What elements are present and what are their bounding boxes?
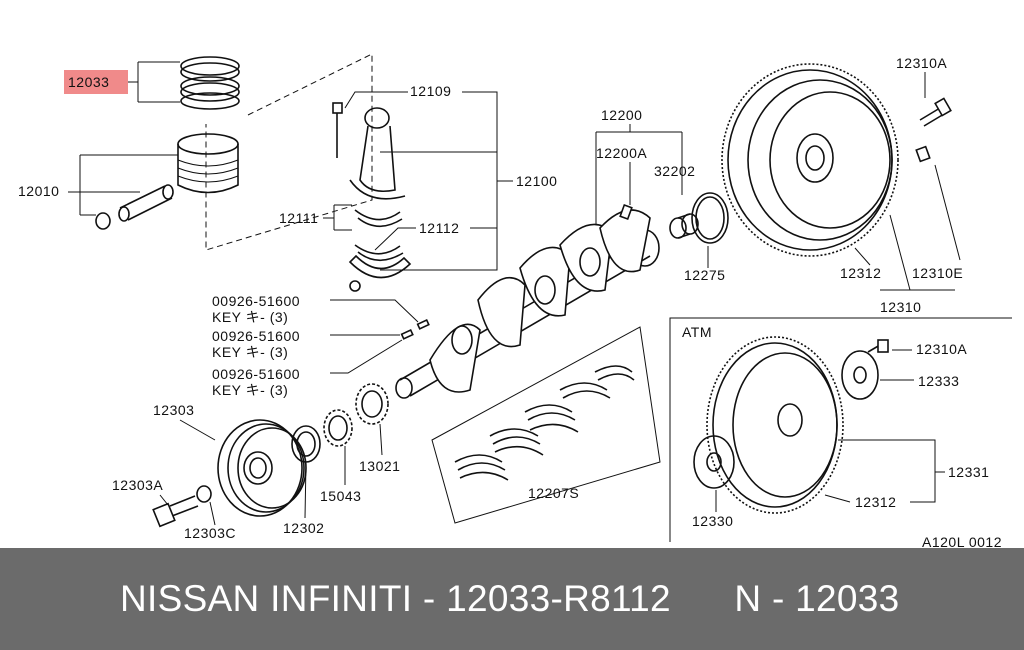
leader-connecting-rod bbox=[323, 91, 513, 271]
rod-nut bbox=[349, 280, 361, 292]
label-13021[interactable]: 13021 bbox=[359, 458, 400, 474]
leader-12010 bbox=[68, 154, 178, 216]
label-part-number-3[interactable]: 00926-51600 bbox=[212, 366, 300, 382]
front-oil-seal bbox=[291, 425, 321, 463]
label-12200A[interactable]: 12200A bbox=[596, 145, 647, 161]
label-12302[interactable]: 12302 bbox=[283, 520, 324, 536]
crankshaft bbox=[395, 209, 660, 399]
leader-atm bbox=[715, 349, 945, 512]
label-key-1[interactable]: KEY キ- (3) bbox=[212, 309, 288, 325]
label-12100[interactable]: 12100 bbox=[516, 173, 557, 189]
footer-part-number-text: NISSAN INFINITI - 12033-R8112 N - 12033 bbox=[120, 578, 900, 619]
leader-12033 bbox=[128, 61, 180, 103]
label-12310A-top[interactable]: 12310A bbox=[896, 55, 947, 71]
label-12303A[interactable]: 12303A bbox=[112, 477, 163, 493]
pilot-bushing bbox=[669, 213, 699, 239]
leader-crankshaft bbox=[595, 124, 683, 225]
flywheel-manual bbox=[721, 63, 899, 257]
rod-cap bbox=[348, 254, 412, 279]
label-key-3[interactable]: KEY キ- (3) bbox=[212, 382, 288, 398]
label-part-number-1[interactable]: 00926-51600 bbox=[212, 293, 300, 309]
dowel-pin bbox=[915, 145, 931, 163]
drive-plate-bolt bbox=[867, 339, 889, 353]
label-12207S[interactable]: 12207S bbox=[528, 485, 579, 501]
label-12200[interactable]: 12200 bbox=[601, 107, 642, 123]
connecting-rod bbox=[349, 107, 406, 200]
snap-ring bbox=[95, 212, 111, 230]
label-atm[interactable]: ATM bbox=[682, 324, 712, 340]
label-12112[interactable]: 12112 bbox=[419, 220, 459, 236]
label-32202[interactable]: 32202 bbox=[654, 163, 695, 179]
exploded-parts-diagram: 12033 12010 bbox=[18, 53, 1012, 548]
footer-banner: NISSAN INFINITI - 12033-R8112 N - 12033 bbox=[0, 548, 1024, 650]
label-12312-top[interactable]: 12312 bbox=[840, 265, 881, 281]
label-12010[interactable]: 12010 bbox=[18, 183, 59, 199]
label-key-2[interactable]: KEY キ- (3) bbox=[212, 344, 288, 360]
label-12312-atm[interactable]: 12312 bbox=[855, 494, 896, 510]
label-12303[interactable]: 12303 bbox=[153, 402, 194, 418]
main-bearings-box bbox=[431, 326, 661, 524]
alignment-dashed-line bbox=[205, 53, 373, 251]
woodruff-keys bbox=[400, 203, 633, 340]
label-part-number-2[interactable]: 00926-51600 bbox=[212, 328, 300, 344]
label-12333[interactable]: 12333 bbox=[918, 373, 959, 389]
label-12275[interactable]: 12275 bbox=[684, 267, 725, 283]
rod-bolt bbox=[332, 102, 343, 158]
adapter-plate bbox=[693, 435, 735, 489]
leader-flywheel bbox=[854, 72, 961, 291]
label-12111[interactable]: 12111 bbox=[279, 210, 318, 226]
rod-bearing-upper bbox=[354, 209, 403, 228]
main-bearings bbox=[454, 365, 635, 481]
piston-rings bbox=[180, 56, 240, 110]
label-12303C[interactable]: 12303C bbox=[184, 525, 236, 541]
piston-pin bbox=[118, 184, 174, 222]
label-12310[interactable]: 12310 bbox=[880, 299, 921, 315]
crank-pulley bbox=[217, 419, 307, 517]
leader-pulley bbox=[159, 419, 383, 526]
crank-sprocket-13021 bbox=[355, 383, 389, 425]
pulley-washer bbox=[196, 485, 212, 503]
label-12310A-atm[interactable]: 12310A bbox=[916, 341, 967, 357]
leader-keys bbox=[330, 299, 419, 374]
crank-sprocket-15043 bbox=[323, 409, 353, 447]
rod-bearing-lower bbox=[354, 244, 404, 262]
flywheel-bolt bbox=[919, 97, 952, 127]
highlight-box-12033 bbox=[64, 70, 128, 94]
pulley-bolt bbox=[152, 495, 199, 528]
drive-plate bbox=[706, 336, 844, 514]
label-12109[interactable]: 12109 bbox=[410, 83, 451, 99]
label-12331[interactable]: 12331 bbox=[948, 464, 989, 480]
atm-frame bbox=[669, 317, 1012, 542]
label-12330[interactable]: 12330 bbox=[692, 513, 733, 529]
reinforcement-plate bbox=[841, 350, 879, 400]
label-drawing-code: A120L 0012 bbox=[922, 534, 1002, 548]
piston bbox=[177, 133, 239, 194]
label-12033[interactable]: 12033 bbox=[68, 74, 109, 90]
label-12310E[interactable]: 12310E bbox=[912, 265, 963, 281]
rear-oil-seal bbox=[691, 192, 729, 244]
label-15043[interactable]: 15043 bbox=[320, 488, 361, 504]
